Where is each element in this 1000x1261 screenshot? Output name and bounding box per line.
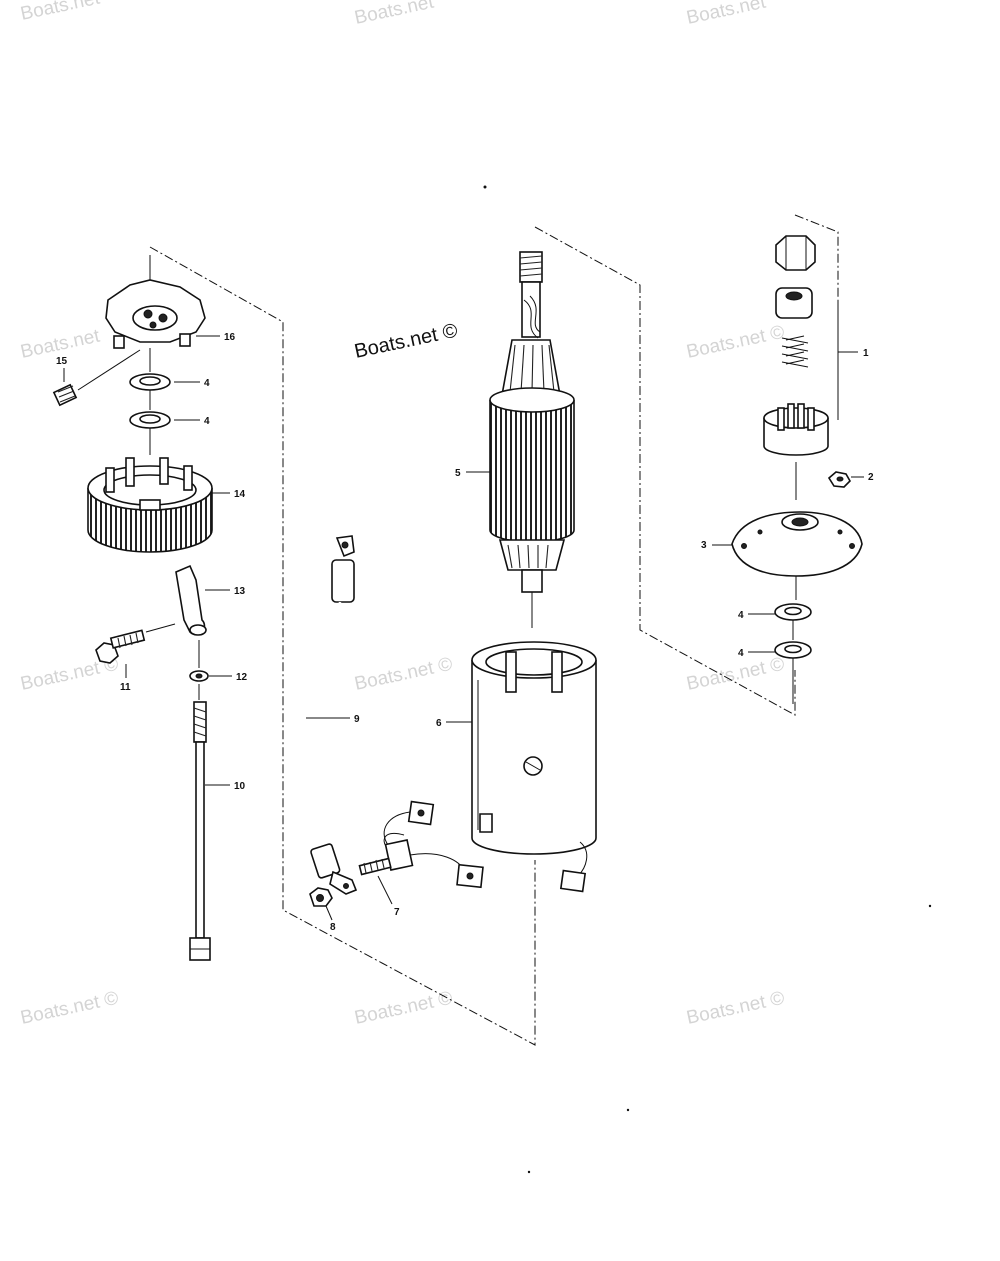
watermark: Boats.net © bbox=[353, 654, 455, 695]
callout-4: 4 bbox=[738, 648, 744, 659]
nut-part-2 bbox=[827, 471, 851, 488]
brush-holder-ring-part-14 bbox=[87, 457, 213, 553]
callout-14: 14 bbox=[234, 489, 246, 500]
callout-9: 9 bbox=[354, 714, 360, 725]
scan-dot bbox=[626, 1108, 630, 1112]
callout-4: 4 bbox=[204, 378, 210, 389]
scan-dot bbox=[483, 185, 487, 189]
callout-13: 13 bbox=[234, 586, 246, 597]
callout-10: 10 bbox=[234, 781, 246, 792]
callout-11: 11 bbox=[120, 682, 131, 693]
washer-part-4 bbox=[129, 348, 171, 455]
callout-15: 15 bbox=[56, 356, 68, 367]
callout-6: 6 bbox=[436, 718, 442, 729]
scan-dot bbox=[527, 1170, 531, 1174]
motor-frame-part-6 bbox=[471, 641, 597, 893]
watermark: Boats.net bbox=[353, 0, 437, 29]
watermark-main: Boats.net © bbox=[352, 320, 459, 363]
assembly-outline-lines bbox=[149, 214, 839, 1046]
callout-4: 4 bbox=[738, 610, 744, 621]
watermark: Boats.net bbox=[685, 0, 769, 29]
callout-3: 3 bbox=[701, 540, 707, 551]
callout-7: 7 bbox=[394, 907, 400, 918]
end-cap-part-16 bbox=[105, 255, 206, 349]
thru-bolt-part-10 bbox=[189, 701, 211, 961]
callout-12: 12 bbox=[236, 672, 248, 683]
drive-end-cap-part-3 bbox=[731, 511, 863, 600]
watermark: Boats.net © bbox=[19, 988, 121, 1029]
armature-part-5 bbox=[489, 251, 575, 628]
callout-8: 8 bbox=[330, 922, 336, 933]
watermark: Boats.net © bbox=[685, 988, 787, 1029]
callout-1: 1 bbox=[863, 348, 869, 359]
callout-2: 2 bbox=[868, 472, 874, 483]
brush-spring-part-13 bbox=[175, 564, 207, 636]
callout-5: 5 bbox=[455, 468, 461, 479]
watermark: Boats.net bbox=[19, 0, 103, 25]
callout-16: 16 bbox=[224, 332, 236, 343]
watermark: Boats.net © bbox=[685, 322, 787, 363]
washer-part-4-right bbox=[774, 603, 812, 704]
nut-part-8 bbox=[309, 887, 333, 907]
brush-set-part-7 bbox=[358, 800, 484, 889]
watermark: Boats.net © bbox=[353, 988, 455, 1029]
screw-part-15 bbox=[52, 349, 141, 407]
callout-numbers: 1 2 3 4 4 4 4 5 6 7 8 9 10 11 12 13 14 1… bbox=[56, 332, 874, 933]
cable-part-9 bbox=[304, 535, 358, 895]
drive-assembly-part-1 bbox=[763, 235, 839, 500]
watermark: Boats.net © bbox=[685, 654, 787, 695]
bolt-part-11 bbox=[95, 623, 176, 664]
leader-lines bbox=[63, 335, 864, 921]
scan-dot bbox=[928, 904, 932, 908]
lockwasher-part-12 bbox=[189, 640, 209, 700]
callout-4: 4 bbox=[204, 416, 210, 427]
